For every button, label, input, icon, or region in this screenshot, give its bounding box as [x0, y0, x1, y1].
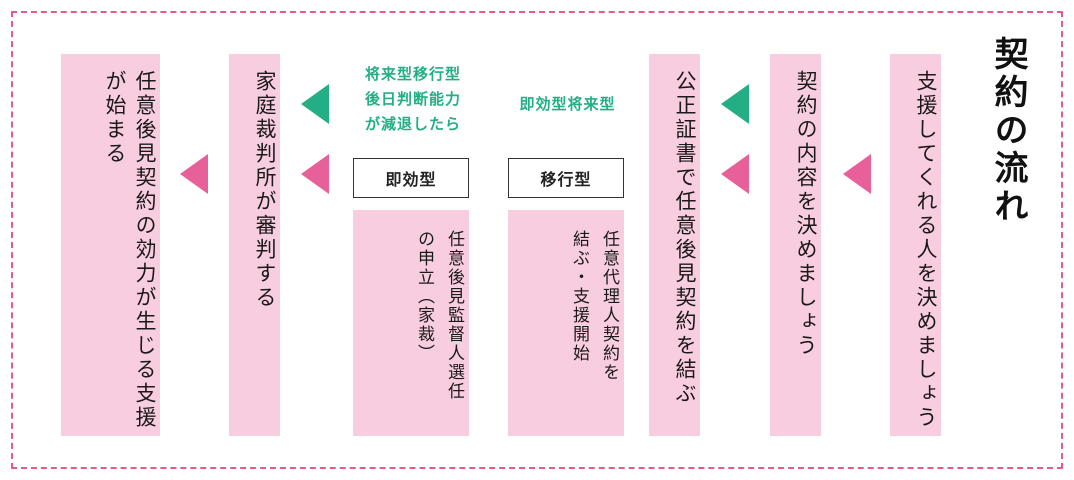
immediate-detail-line-1: 任意後見監督人選任	[444, 230, 464, 401]
step-1-box: 支援してくれる人を決めましょう	[890, 54, 941, 436]
transition-detail-line-2: 結ぶ・支援開始	[569, 230, 589, 363]
transition-detail-box: 任意代理人契約を 結ぶ・支援開始	[508, 210, 624, 436]
step-3-text: 公正証書で任意後見契約を結ぶ	[673, 70, 697, 406]
step-5-line-1: 任意後見契約の効力が生じる支援	[133, 70, 157, 430]
arrow-left-icon	[721, 84, 749, 124]
arrow-left-icon	[843, 154, 871, 194]
step-2-text: 契約の内容を決めましょう	[794, 70, 818, 358]
step-3-box: 公正証書で任意後見契約を結ぶ	[649, 54, 700, 436]
step-4-text: 家庭裁判所が審判する	[253, 70, 277, 310]
diagram-title: 契約の流れ	[988, 36, 1028, 226]
immediate-type-box: 即効型	[353, 158, 469, 198]
transition-type-box: 移行型	[508, 158, 624, 198]
step-2-box: 契約の内容を決めましょう	[770, 54, 821, 436]
step-5-line-2: が始まる	[103, 70, 127, 166]
arrow-left-icon	[301, 154, 329, 194]
step-1-text: 支援してくれる人を決めましょう	[914, 70, 938, 430]
transition-note: 将来型移行型 後日判断能力 が減退したら	[345, 62, 481, 137]
step-5-box: 任意後見契約の効力が生じる支援 が始まる	[61, 54, 160, 436]
immediate-detail-line-2: の申立（家裁）	[414, 230, 434, 363]
arrow-left-icon	[180, 154, 208, 194]
immediate-detail-box: 任意後見監督人選任 の申立（家裁）	[353, 210, 469, 436]
arrow-left-icon	[721, 154, 749, 194]
step-4-box: 家庭裁判所が審判する	[229, 54, 280, 436]
transition-note-line-1: 将来型移行型	[364, 65, 461, 83]
transition-note-line-2: 後日判断能力	[364, 90, 461, 108]
arrow-left-icon	[301, 84, 329, 124]
dashed-frame	[11, 11, 1063, 469]
transition-detail-line-1: 任意代理人契約を	[599, 230, 619, 382]
transition-note-line-3: が減退したら	[364, 115, 461, 133]
type-label-note: 即効型将来型	[519, 95, 616, 113]
